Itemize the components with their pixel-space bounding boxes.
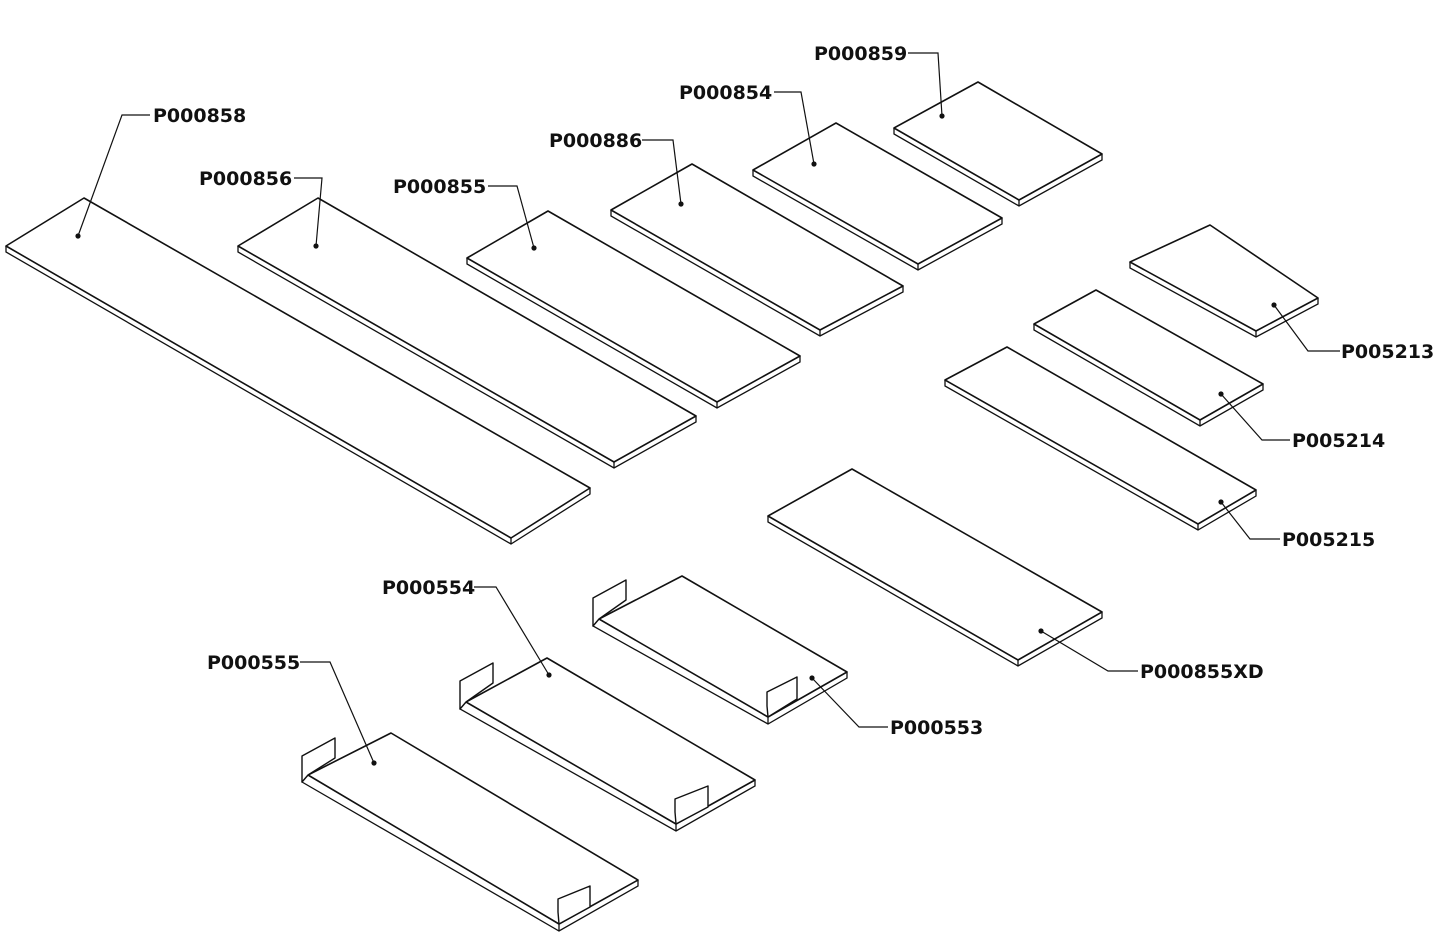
label-p000855xd: P000855XD (1140, 661, 1264, 683)
label-p000855: P000855 (393, 176, 486, 198)
label-p000854: P000854 (679, 82, 772, 104)
plate-p005213 (1129, 224, 1319, 338)
label-p000554: P000554 (382, 577, 475, 599)
label-p000858: P000858 (153, 105, 246, 127)
leaders (75, 52, 1340, 766)
plate-p005214 (1033, 289, 1264, 427)
label-p005214: P005214 (1292, 430, 1385, 452)
plate-p000856 (237, 197, 697, 469)
plate-p000854 (752, 122, 1003, 271)
plate-p000858 (5, 197, 591, 545)
label-p005213: P005213 (1341, 341, 1434, 363)
plate-p000859 (893, 81, 1103, 207)
label-p000553: P000553 (890, 717, 983, 739)
label-p005215: P005215 (1282, 529, 1375, 551)
tray-p000555 (300, 732, 639, 932)
tray-p000553 (591, 575, 848, 725)
plate-p000855xd (767, 468, 1103, 667)
tray-p000554 (458, 657, 756, 832)
label-p000886: P000886 (549, 130, 642, 152)
plate-p000855 (466, 210, 801, 409)
plate-p000886 (610, 163, 904, 337)
label-p000856: P000856 (199, 168, 292, 190)
plate-p005215 (944, 346, 1257, 531)
label-p000555: P000555 (207, 652, 300, 674)
label-p000859: P000859 (814, 43, 907, 65)
